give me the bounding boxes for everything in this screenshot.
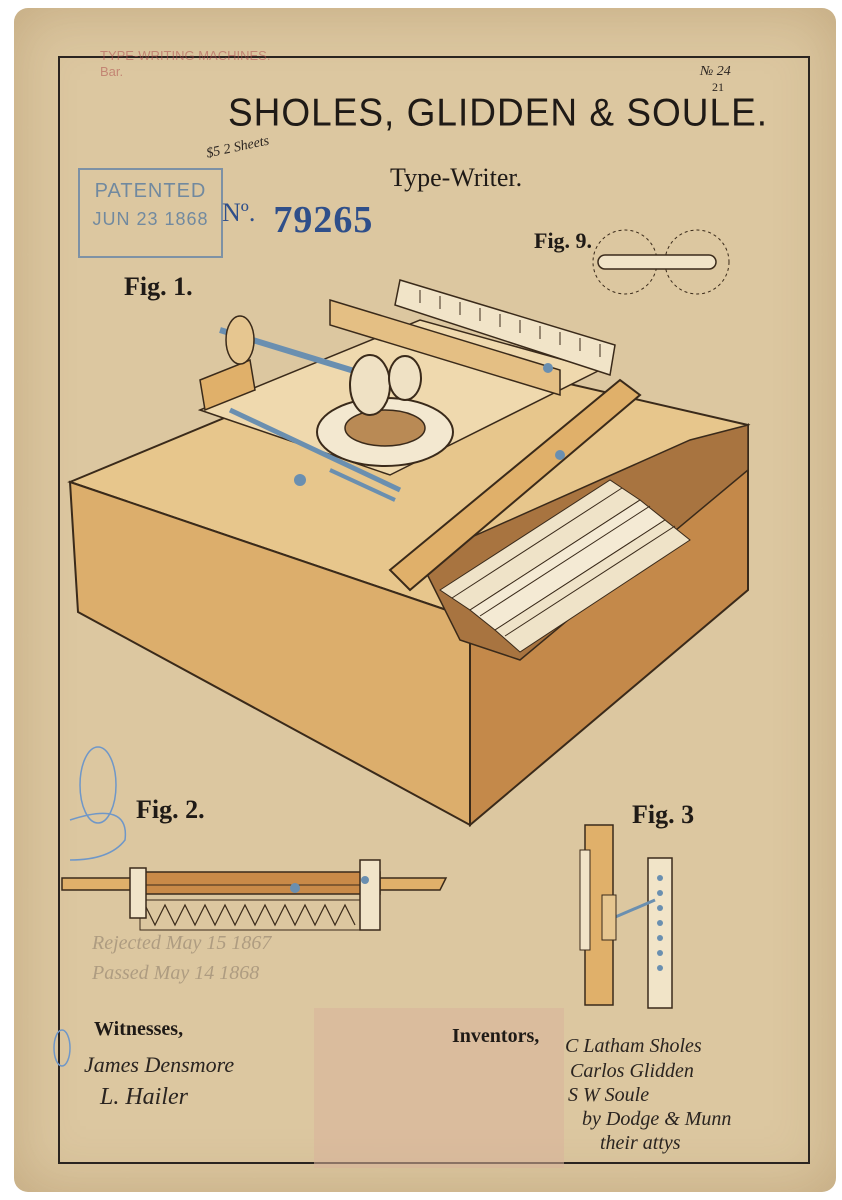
- attorney-signature: by Dodge & Munn: [582, 1108, 731, 1131]
- top-right-number: № 24: [700, 64, 731, 80]
- witnesses-label: Witnesses,: [94, 1018, 183, 1041]
- patent-number-value: 79265: [273, 199, 373, 241]
- fig3-label: Fig. 3: [632, 800, 694, 830]
- patent-subtitle: Type-Writer.: [390, 163, 522, 193]
- witness-signature-2: L. Hailer: [100, 1084, 188, 1111]
- patent-title: SHOLES, GLIDDEN & SOULE.: [208, 91, 788, 135]
- rejected-note: Rejected May 15 1867: [92, 932, 271, 955]
- inventor-signature-2: Carlos Glidden: [570, 1060, 694, 1083]
- stamp-label: PATENTED: [80, 180, 221, 203]
- patent-number: Nº. 79265: [222, 198, 373, 242]
- fig2-label: Fig. 2.: [136, 795, 205, 825]
- fig1-label: Fig. 1.: [124, 272, 193, 302]
- top-right-subnumber: 21: [712, 80, 724, 95]
- witness-signature-1: James Densmore: [84, 1052, 234, 1078]
- fig9-drawing: [593, 230, 729, 294]
- stamp-date: JUN 23 1868: [80, 209, 221, 230]
- attorney-label: their attys: [600, 1132, 681, 1155]
- passed-note: Passed May 14 1868: [92, 962, 259, 985]
- fig3-drawing: [580, 825, 672, 1008]
- patented-stamp: PATENTED JUN 23 1868: [78, 168, 223, 258]
- fig9-label: Fig. 9.: [534, 228, 592, 254]
- inventor-signature-3: S W Soule: [568, 1084, 649, 1107]
- inventors-label: Inventors,: [452, 1025, 539, 1048]
- fig2-drawing: [62, 860, 446, 930]
- patent-number-prefix: Nº.: [222, 198, 255, 227]
- fig1-drawing: [70, 280, 748, 825]
- inventor-signature-1: C Latham Sholes: [565, 1035, 702, 1058]
